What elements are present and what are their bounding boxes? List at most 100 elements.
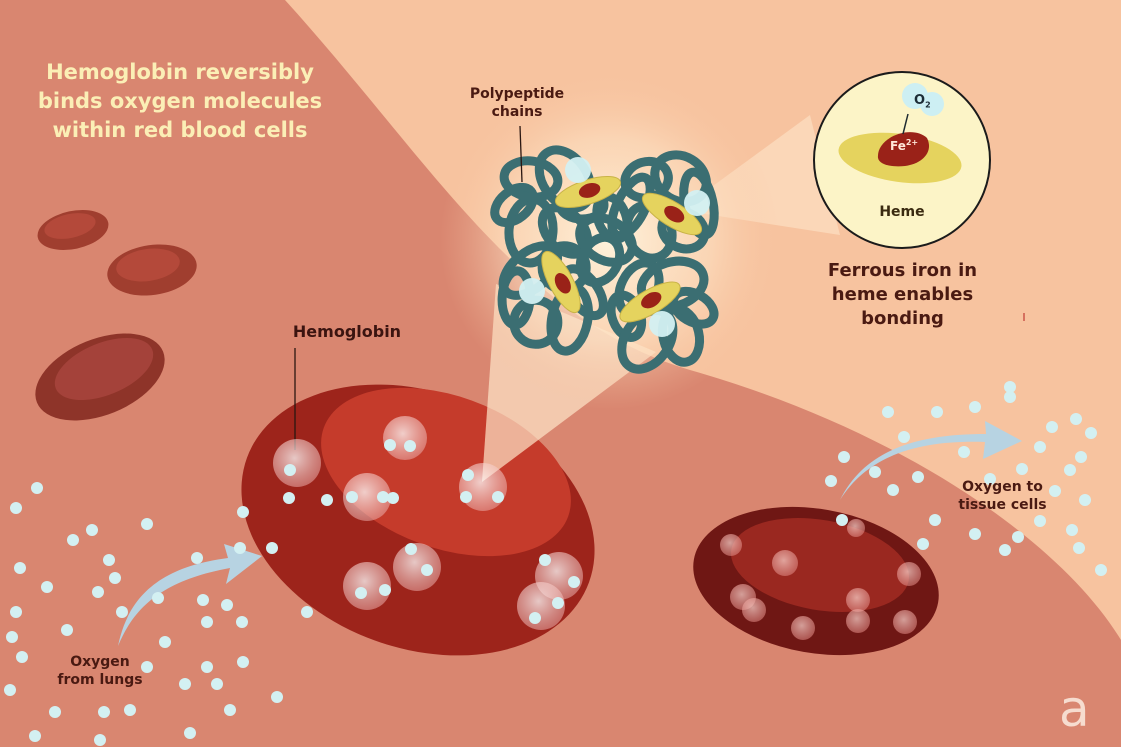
heme-label: Heme xyxy=(879,204,925,220)
diagram-title: Hemoglobin reversibly binds oxygen molec… xyxy=(37,60,323,142)
bound-oxygen xyxy=(346,491,358,503)
hemoglobin-bubble xyxy=(893,610,917,634)
polypeptide-loop xyxy=(490,182,538,228)
oxygen-lungs-line: Oxygen xyxy=(70,654,130,670)
oxygen-particle xyxy=(999,544,1011,556)
oxygen-particle xyxy=(10,502,22,514)
oxygen-subscript: 2 xyxy=(925,100,931,110)
oxygen-particle xyxy=(184,727,196,739)
oxygen-lungs-line: from lungs xyxy=(57,672,143,688)
oxygen-particle xyxy=(109,572,121,584)
bound-oxygen xyxy=(355,587,367,599)
oxygen-molecule xyxy=(565,157,591,183)
bound-oxygen xyxy=(462,469,474,481)
oxygen-particle xyxy=(1070,413,1082,425)
oxygen-particle xyxy=(201,616,213,628)
oxygen-particle xyxy=(958,446,970,458)
oxygen-particle xyxy=(152,592,164,604)
polypeptide-loop xyxy=(657,304,705,367)
polypeptide-label-line: chains xyxy=(491,104,543,120)
oxygen-particle xyxy=(1085,427,1097,439)
oxygen-particle xyxy=(1004,391,1016,403)
oxygen-particle xyxy=(141,661,153,673)
bound-oxygen xyxy=(492,491,504,503)
bound-oxygen xyxy=(384,439,396,451)
hemoglobin-molecule xyxy=(490,145,719,374)
oxygen-particle xyxy=(1004,381,1016,393)
hemoglobin-label: Hemoglobin xyxy=(292,322,402,341)
ferrous-iron-label: Ferrous iron in heme enables bonding xyxy=(800,259,1005,331)
oxygen-particle xyxy=(14,562,26,574)
oxygen-atom xyxy=(920,92,944,116)
oxygen-particle xyxy=(1034,441,1046,453)
hemoglobin-bubble xyxy=(897,562,921,586)
bound-oxygen xyxy=(552,597,564,609)
hemoglobin-bubble xyxy=(742,598,766,622)
small-red-blood-cell xyxy=(37,209,109,251)
oxygen-particle xyxy=(869,466,881,478)
oxygen-particle xyxy=(6,631,18,643)
iron-atom xyxy=(664,205,685,223)
oxygen-particles xyxy=(4,381,1107,746)
small-red-blood-cell xyxy=(35,333,165,421)
iron-atom xyxy=(578,182,601,198)
oxygen-particle xyxy=(16,651,28,663)
bound-oxygen xyxy=(568,576,580,588)
oxygen-molecule xyxy=(649,311,675,337)
bound-oxygen xyxy=(405,543,417,555)
oxygen-symbol: O2 xyxy=(914,93,931,110)
iron-atom xyxy=(877,132,930,167)
oxygen-particle xyxy=(234,542,246,554)
oxygen-molecule xyxy=(519,278,545,304)
oxygen-particle xyxy=(98,706,110,718)
hemoglobin-bubble xyxy=(383,416,427,460)
oxygen-particle xyxy=(271,691,283,703)
hemoglobin-bubble xyxy=(846,609,870,633)
oxygen-particle xyxy=(94,734,106,746)
oxygen-particle xyxy=(1012,531,1024,543)
oxygen-particle xyxy=(92,586,104,598)
oxygen-particle xyxy=(49,706,61,718)
hemoglobin-bubble xyxy=(273,439,321,487)
oxygen-particle xyxy=(103,554,115,566)
oxygen-particle xyxy=(211,678,223,690)
polypeptide-label-line: Polypeptide xyxy=(469,86,565,102)
oxygen-particle xyxy=(1073,542,1085,554)
oxygen-particle xyxy=(1046,421,1058,433)
polypeptide-pointer xyxy=(519,125,523,183)
oxygen-particle xyxy=(969,528,981,540)
bound-oxygen xyxy=(379,584,391,596)
oxygen-particle xyxy=(31,482,43,494)
oxygen-particle xyxy=(237,656,249,668)
hemoglobin-bubble xyxy=(772,550,798,576)
oxygen-particle xyxy=(1066,524,1078,536)
oxygen-particle xyxy=(197,594,209,606)
bound-oxygen xyxy=(387,492,399,504)
hemoglobin-bubble xyxy=(393,543,441,591)
oxygen-particle xyxy=(116,606,128,618)
bound-oxygen xyxy=(321,494,333,506)
oxygen-tissue-line: tissue cells xyxy=(958,497,1047,513)
ferrous-label-line: heme enables xyxy=(831,284,974,305)
ferrous-label-line: Ferrous iron in xyxy=(827,260,978,281)
oxygen-particle xyxy=(1016,463,1028,475)
bound-oxygen xyxy=(283,492,295,504)
iron-symbol: Fe2+ xyxy=(890,138,918,153)
oxygen-particle xyxy=(179,678,191,690)
ferrous-label-line: bonding xyxy=(861,308,944,329)
oxygen-particle xyxy=(912,471,924,483)
bound-oxygen xyxy=(539,554,551,566)
oxygen-particle xyxy=(41,581,53,593)
oxygen-particle xyxy=(1049,485,1061,497)
oxygen-particle xyxy=(836,514,848,526)
hemoglobin-bubble xyxy=(846,588,870,612)
oxygen-particle xyxy=(86,524,98,536)
oxygen-particle xyxy=(931,406,943,418)
oxygen-particle xyxy=(898,431,910,443)
oxygen-particle xyxy=(1034,515,1046,527)
polypeptide-loop xyxy=(499,156,563,202)
arrow-from-lungs xyxy=(118,544,262,646)
arrow-to-tissue xyxy=(840,421,1022,500)
oxygen-particle xyxy=(201,661,213,673)
iron-charge: 2+ xyxy=(905,138,919,147)
